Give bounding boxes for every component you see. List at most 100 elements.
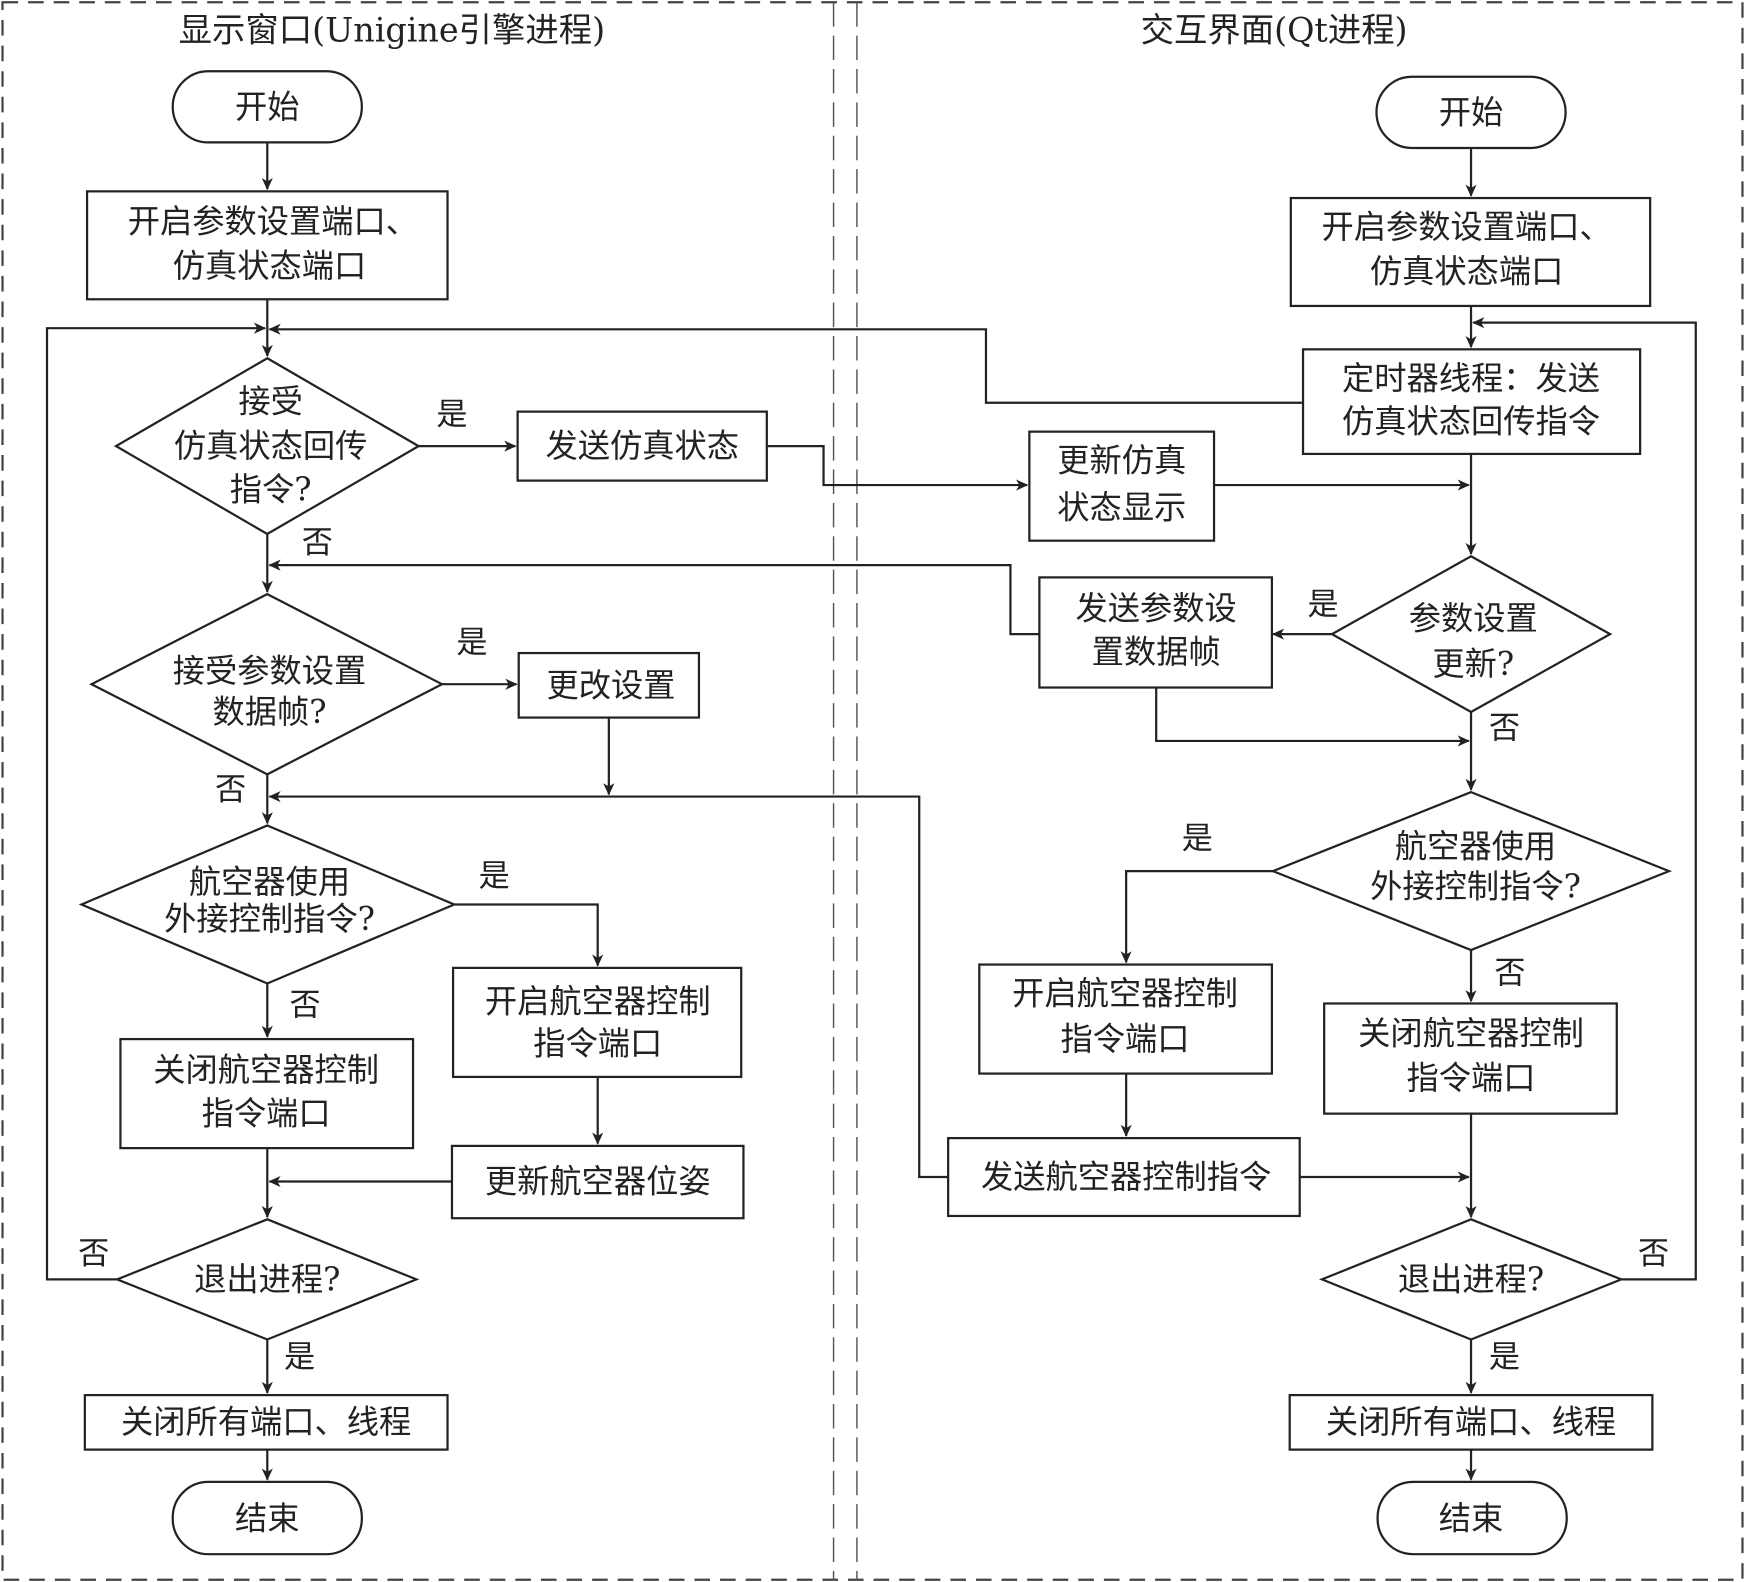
left-loop-back-arrow (45, 322, 267, 1281)
left-recv-status-line3: 指令? (230, 471, 312, 509)
left-close-ctrl-line1: 关闭航空器控制 (153, 1051, 379, 1089)
left-close-all-box: 关闭所有端口、线程 (83, 1393, 449, 1451)
arrow (1155, 687, 1470, 747)
left-update-pose-label: 更新航空器位姿 (485, 1162, 711, 1200)
send-status-to-display-arrow (766, 445, 1029, 491)
param-frame-to-left-arrow (268, 559, 1040, 636)
left-recv-param-line2: 数据帧? (212, 693, 326, 731)
right-timer-line1: 定时器线程：发送 (1342, 359, 1600, 397)
left-external-ctrl-decision: 航空器使用 外接控制指令? (78, 824, 458, 985)
timer-to-left-arrow (268, 323, 1302, 404)
right-send-param-line1: 发送参数设 (1076, 590, 1237, 628)
arrow (1120, 869, 1274, 964)
left-close-ctrl-box: 关闭航空器控制 指令端口 (119, 1037, 415, 1150)
arrow (454, 903, 604, 967)
right-external-ctrl-decision: 航空器使用 外接控制指令? (1270, 790, 1673, 952)
yes-label: 是 (456, 625, 487, 661)
right-update-display-box: 更新仿真 状态显示 (1028, 430, 1216, 542)
right-close-ctrl-box: 关闭航空器控制 指令端口 (1323, 1002, 1618, 1115)
right-send-param-box: 发送参数设 置数据帧 (1038, 576, 1274, 689)
right-timer-box: 定时器线程：发送 仿真状态回传指令 (1301, 348, 1642, 456)
right-lane-title: 交互界面(Qt进程) (1141, 11, 1408, 50)
left-send-status-rect (516, 410, 768, 482)
right-open-ctrl-line1: 开启航空器控制 (1012, 974, 1238, 1012)
yes-label: 是 (284, 1339, 315, 1375)
right-send-ctrl-rect (947, 1136, 1301, 1218)
no-label: 否 (1638, 1236, 1669, 1272)
left-close-ctrl-line2: 指令端口 (202, 1095, 331, 1133)
right-external-ctrl-line1: 航空器使用 (1395, 828, 1556, 866)
right-end: 结束 (1376, 1480, 1568, 1556)
right-param-update-line1: 参数设置 (1409, 600, 1538, 638)
left-open-ports-box: 开启参数设置端口、 仿真状态端口 (85, 190, 449, 301)
right-timer-rect (1301, 348, 1642, 456)
right-send-ctrl-label: 发送航空器控制指令 (981, 1158, 1271, 1196)
left-send-status-box: 发送仿真状态 (516, 410, 768, 482)
right-close-all-box: 关闭所有端口、线程 (1288, 1393, 1654, 1451)
no-label: 否 (302, 525, 333, 561)
yes-label: 是 (1182, 821, 1213, 857)
left-end-label: 结束 (235, 1500, 300, 1538)
left-lane-title: 显示窗口(Unigine引擎进程) (179, 11, 605, 50)
left-recv-status-line2: 仿真状态回传 (174, 427, 367, 465)
right-send-param-line2: 置数据帧 (1092, 633, 1221, 671)
no-label: 否 (78, 1236, 109, 1272)
no-label: 否 (1494, 955, 1525, 991)
yes-label: 是 (1489, 1339, 1520, 1375)
left-open-ports-line1: 开启参数设置端口、 (128, 202, 418, 240)
left-open-ctrl-line2: 指令端口 (533, 1025, 662, 1063)
left-update-pose-rect (450, 1144, 745, 1220)
no-label: 否 (1489, 711, 1520, 747)
left-change-settings-rect (517, 651, 701, 719)
right-loop-back-arrow (1472, 317, 1697, 1281)
right-open-ctrl-rect (978, 963, 1274, 1075)
left-start: 开始 (171, 70, 363, 144)
left-exit-decision: 退出进程? (114, 1218, 420, 1341)
left-open-ctrl-rect (451, 966, 743, 1079)
left-external-ctrl-line2: 外接控制指令? (164, 900, 375, 938)
left-open-ctrl-line1: 开启航空器控制 (485, 982, 711, 1020)
right-close-all-rect (1288, 1393, 1654, 1451)
right-open-ports-line2: 仿真状态端口 (1370, 252, 1564, 290)
right-close-ctrl-line2: 指令端口 (1407, 1059, 1536, 1097)
left-recv-status-line1: 接受 (238, 383, 303, 421)
right-open-ctrl-box: 开启航空器控制 指令端口 (978, 963, 1274, 1075)
left-open-ports-line2: 仿真状态端口 (173, 247, 366, 285)
yes-label: 是 (436, 397, 467, 433)
left-change-settings-box: 更改设置 (517, 651, 701, 719)
left-end-terminal (171, 1480, 363, 1556)
ctrl-cmd-to-left-arrow (268, 791, 949, 1179)
right-update-display-line2: 状态显示 (1057, 488, 1186, 526)
left-exit-label: 退出进程? (194, 1260, 340, 1298)
left-update-pose-box: 更新航空器位姿 (450, 1144, 745, 1220)
left-end: 结束 (171, 1480, 363, 1556)
left-recv-status-decision: 接受 仿真状态回传 指令? (113, 356, 421, 536)
left-recv-param-decision: 接受参数设置 数据帧? (89, 592, 445, 776)
right-timer-line2: 仿真状态回传指令 (1342, 403, 1600, 441)
left-send-status-label: 发送仿真状态 (545, 427, 739, 465)
right-end-terminal (1376, 1480, 1568, 1556)
right-close-all-label: 关闭所有端口、线程 (1326, 1403, 1616, 1441)
left-close-all-rect (83, 1393, 449, 1451)
yes-label: 是 (479, 859, 510, 895)
left-recv-param-line1: 接受参数设置 (173, 652, 366, 690)
right-close-ctrl-line1: 关闭航空器控制 (1358, 1015, 1584, 1053)
right-open-ports-box: 开启参数设置端口、 仿真状态端口 (1289, 196, 1652, 308)
right-send-ctrl-box: 发送航空器控制指令 (947, 1136, 1301, 1218)
left-external-ctrl-line1: 航空器使用 (189, 863, 350, 901)
right-param-update-line2: 更新? (1432, 645, 1514, 683)
right-update-display-rect (1028, 430, 1216, 542)
right-start-label: 开始 (1439, 93, 1503, 131)
right-exit-decision: 退出进程? (1318, 1218, 1625, 1341)
right-open-ctrl-line2: 指令端口 (1061, 1020, 1190, 1058)
right-send-param-rect (1038, 576, 1274, 689)
right-update-display-line1: 更新仿真 (1057, 442, 1186, 480)
right-start: 开始 (1375, 75, 1567, 150)
left-open-ctrl-box: 开启航空器控制 指令端口 (451, 966, 743, 1079)
right-param-update-decision: 参数设置 更新? (1329, 554, 1613, 714)
right-open-ports-line1: 开启参数设置端口、 (1321, 208, 1611, 246)
left-start-label: 开始 (235, 88, 300, 126)
